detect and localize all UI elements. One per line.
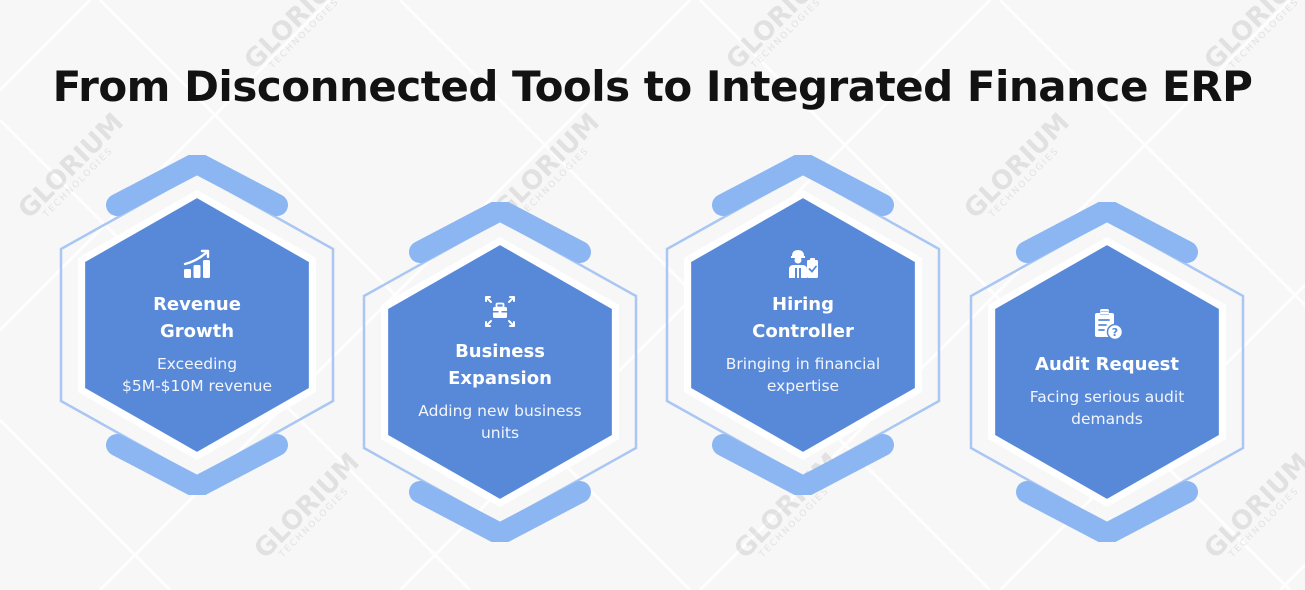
card-title: Audit Request <box>1035 354 1179 375</box>
card-description: Exceeding $5M-$10M revenue <box>121 355 273 395</box>
svg-text:?: ? <box>1112 326 1118 339</box>
card-title: Expansion <box>448 368 552 389</box>
card-description: Facing serious audit demands <box>1029 388 1185 428</box>
card-title: Hiring <box>772 294 834 315</box>
page-title: From Disconnected Tools to Integrated Fi… <box>52 62 1253 111</box>
card-title: Growth <box>159 321 235 342</box>
card-audit-request: ? Audit Request Facing serious audit dem… <box>957 202 1257 542</box>
briefcase-expand-icon <box>485 296 515 327</box>
card-description: Bringing in financial expertise <box>725 355 881 395</box>
card-title: Business <box>455 341 545 362</box>
hexagon-shape <box>362 202 638 542</box>
hexagon-shape <box>665 155 941 495</box>
growth-chart-icon <box>183 249 210 278</box>
person-clipboard-icon <box>789 250 818 278</box>
hexagon-shape <box>969 202 1245 542</box>
card-business-expansion: Business Expansion Adding new business u… <box>350 202 650 542</box>
card-title: Controller <box>752 321 854 342</box>
clipboard-question-icon: ? <box>1095 309 1124 341</box>
card-hiring-controller: Hiring Controller Bringing in financial … <box>653 155 953 495</box>
card-revenue-growth: Revenue Growth Exceeding $5M-$10M revenu… <box>47 155 347 495</box>
hexagon-shape <box>59 155 335 495</box>
card-title: Revenue <box>153 294 241 315</box>
card-description: Adding new business units <box>418 402 582 442</box>
